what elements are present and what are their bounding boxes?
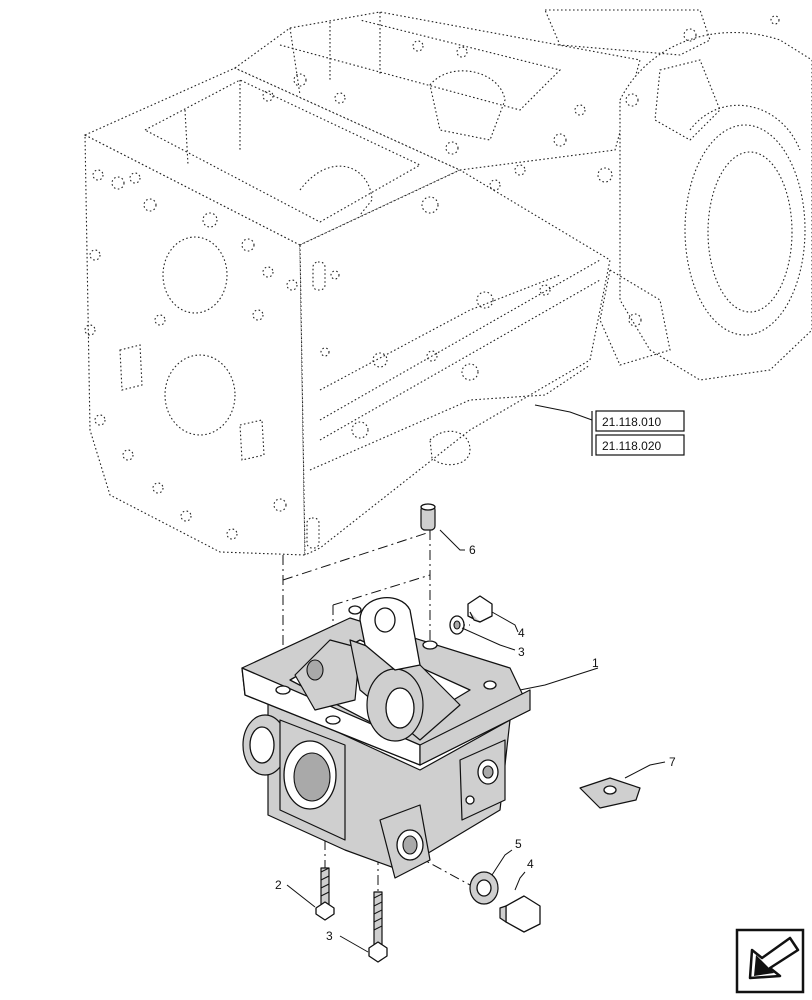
washer-upper[interactable] [449,615,516,651]
reference-label-1: 21.118.010 [602,415,661,429]
plug-lower[interactable] [499,871,541,933]
callout-2: 2 [275,878,282,892]
reference-box-1[interactable]: 21.118.010 [591,410,685,456]
clip-bracket[interactable] [579,761,666,809]
callout-6: 6 [469,543,476,557]
hydraulic-lift-housing[interactable] [241,597,599,879]
bolt-short[interactable] [286,867,335,921]
callout-3-lower: 3 [326,929,333,943]
callout-4-upper: 4 [518,626,525,640]
plug-upper[interactable] [467,595,519,633]
reference-label-2: 21.118.020 [602,439,661,453]
bolt-long[interactable] [339,891,388,963]
callout-5: 5 [515,837,522,851]
washer-lower[interactable] [469,849,513,905]
callout-1: 1 [592,656,599,670]
arrow-nav-icon[interactable] [735,928,805,994]
callout-7: 7 [669,755,676,769]
reference-box-2[interactable]: 21.118.020 [595,434,685,456]
callout-4-lower: 4 [527,857,534,871]
transmission-housing-phantom [83,9,812,556]
dowel-pin[interactable] [420,503,465,551]
callout-3-upper: 3 [518,645,525,659]
